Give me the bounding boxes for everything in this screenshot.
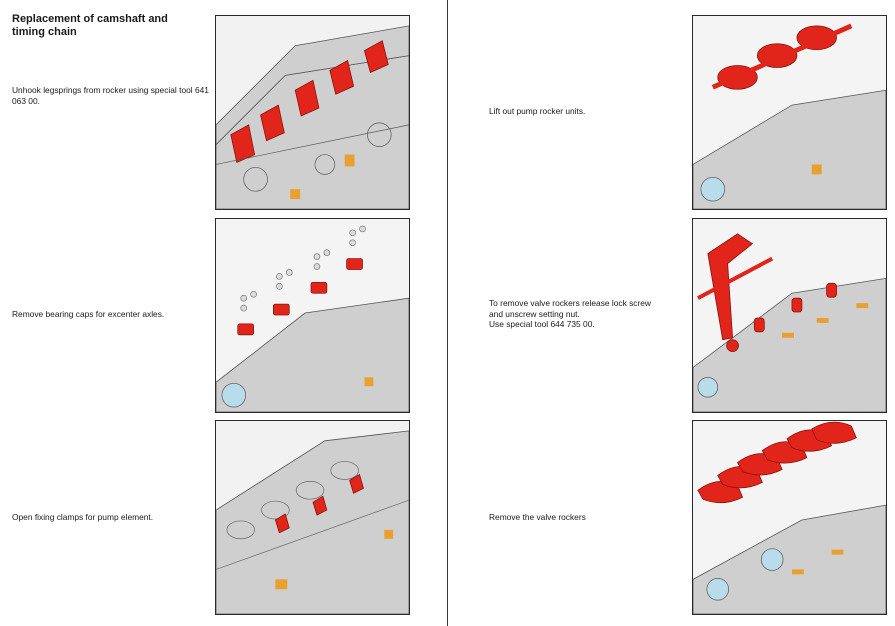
engine-bearing-caps-svg — [216, 219, 409, 412]
step-text-bearing-caps: Remove bearing caps for excenter axles. — [12, 309, 165, 319]
legspring-unhook-illustration — [215, 15, 410, 210]
right-page: Lift out pump rocker units. To remove va… — [448, 0, 895, 626]
engine-valve-tool-svg — [693, 219, 886, 412]
left-page: Replacement of camshaft and timing chain… — [0, 0, 447, 626]
step-text-pump-rocker: Lift out pump rocker units. — [489, 106, 586, 116]
engine-fixing-clamps-svg — [216, 421, 409, 614]
step-text-valve-rockers-remove: Remove the valve rockers — [489, 512, 586, 522]
section-heading: Replacement of camshaft and timing chain — [12, 13, 168, 38]
bearing-caps-removal-illustration — [215, 218, 410, 413]
step-text-legsprings: Unhook legsprings from rocker using spec… — [12, 85, 209, 106]
fixing-clamps-illustration — [215, 420, 410, 615]
step-text-fixing-clamps: Open fixing clamps for pump element. — [12, 512, 154, 522]
valve-rocker-tool-illustration — [692, 218, 887, 413]
engine-pump-rocker-svg — [693, 16, 886, 209]
page-divider — [447, 0, 448, 626]
engine-valve-rockers-svg — [693, 421, 886, 614]
pump-rocker-lift-illustration — [692, 15, 887, 210]
valve-rockers-removal-illustration — [692, 420, 887, 615]
step-text-valve-rockers-tool: To remove valve rockers release lock scr… — [489, 298, 651, 329]
engine-camshaft-svg-1 — [216, 16, 409, 209]
